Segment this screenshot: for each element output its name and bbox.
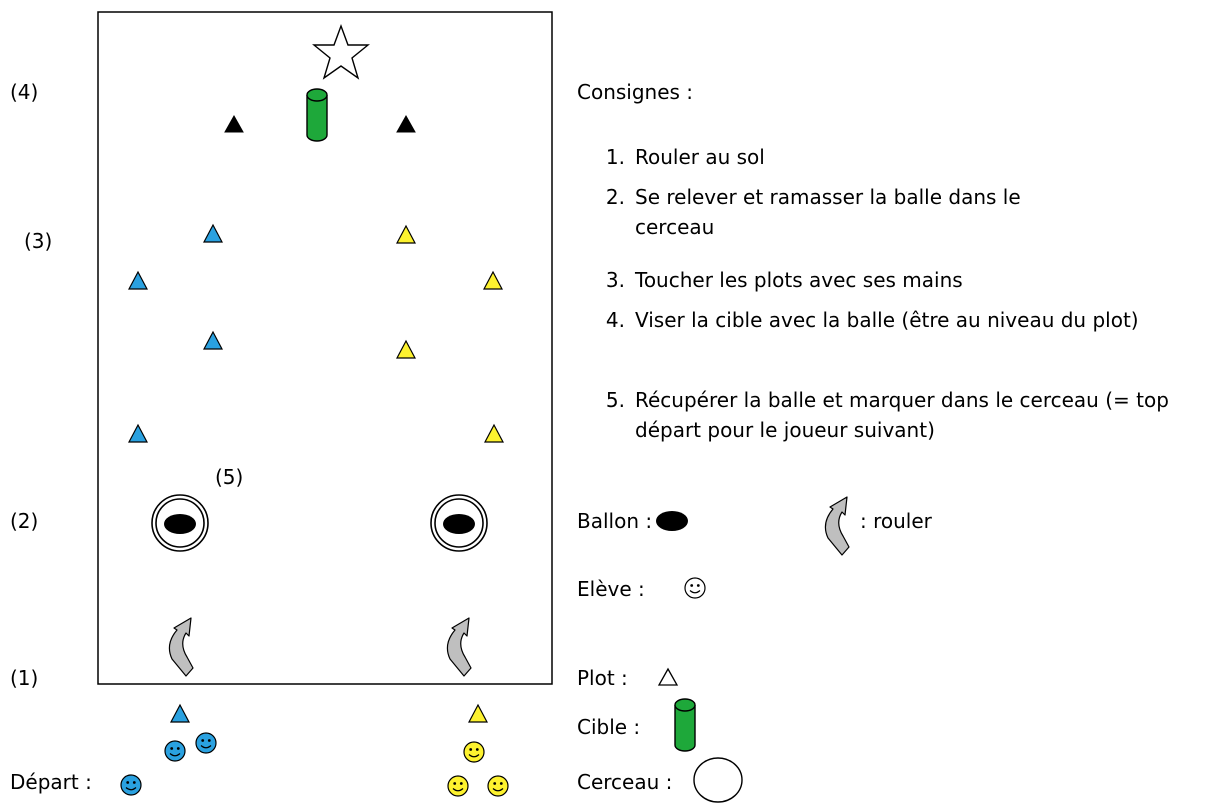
instruction-number: 2.: [605, 185, 625, 209]
student-icon: [195, 732, 217, 754]
cone-icon: [396, 224, 416, 244]
instruction-item: 1. Rouler au sol: [585, 142, 1224, 172]
target-cylinder-icon: [306, 88, 328, 142]
student-icon: [463, 741, 485, 763]
cone-icon: [468, 703, 488, 723]
field-border: [97, 11, 553, 685]
instruction-number: 4.: [605, 308, 625, 332]
row-label-4: (4): [10, 80, 39, 104]
instruction-item: 4. Viser la cible avec la balle (être au…: [585, 305, 1224, 365]
legend-ballon-label: Ballon :: [577, 509, 653, 533]
student-icon: [487, 775, 509, 797]
cone-icon: [484, 423, 504, 443]
legend-cerceau-label: Cerceau :: [577, 770, 673, 794]
row-label-1: (1): [10, 666, 39, 690]
instruction-text: Viser la cible avec la balle (être au ni…: [635, 308, 1139, 332]
legend-target-icon: [674, 698, 696, 752]
instructions-title: Consignes :: [577, 80, 694, 104]
cone-icon: [224, 114, 244, 133]
instruction-text: Se relever et ramasser la balle dans le …: [635, 185, 1021, 239]
legend-rouler-label: : rouler: [860, 509, 932, 533]
legend-eleve-label: Elève :: [577, 577, 645, 601]
roll-arrow-icon: [168, 617, 194, 677]
instruction-item: 2. Se relever et ramasser la balle dans …: [585, 182, 1224, 242]
cone-icon: [203, 330, 223, 350]
instruction-number: 5.: [605, 388, 625, 412]
hoop-ball-icon: [430, 494, 488, 552]
instruction-number: 3.: [605, 268, 625, 292]
legend-hoop-icon: [693, 757, 743, 803]
cone-icon: [170, 703, 190, 723]
student-icon: [447, 775, 469, 797]
cone-icon: [128, 270, 148, 290]
cone-icon: [483, 270, 503, 290]
hoop-ball-icon: [151, 494, 209, 552]
instruction-text: Rouler au sol: [635, 145, 765, 169]
legend-cone-icon: [657, 667, 679, 686]
cone-icon: [203, 223, 223, 243]
depart-label: Départ :: [10, 770, 92, 794]
label-step-5: (5): [215, 465, 244, 489]
instruction-number: 1.: [605, 145, 625, 169]
student-icon: [120, 774, 142, 796]
star-icon: [312, 23, 370, 80]
legend-cible-label: Cible :: [577, 715, 641, 739]
cone-icon: [128, 423, 148, 443]
roll-arrow-icon: [446, 617, 472, 677]
instruction-text: Récupérer la balle et marquer dans le ce…: [635, 388, 1169, 442]
cone-icon: [396, 339, 416, 359]
legend-student-icon: [684, 577, 706, 599]
legend-roll-arrow-icon: [824, 496, 850, 556]
instruction-item: 5. Récupérer la balle et marquer dans le…: [585, 385, 1224, 445]
row-label-3: (3): [24, 229, 53, 253]
student-icon: [164, 740, 186, 762]
cone-icon: [396, 114, 416, 133]
legend-ball-icon: [656, 511, 688, 531]
instruction-item: 3. Toucher les plots avec ses mains: [585, 265, 1224, 295]
instruction-text: Toucher les plots avec ses mains: [635, 268, 963, 292]
row-label-2: (2): [10, 509, 39, 533]
legend-plot-label: Plot :: [577, 666, 628, 690]
